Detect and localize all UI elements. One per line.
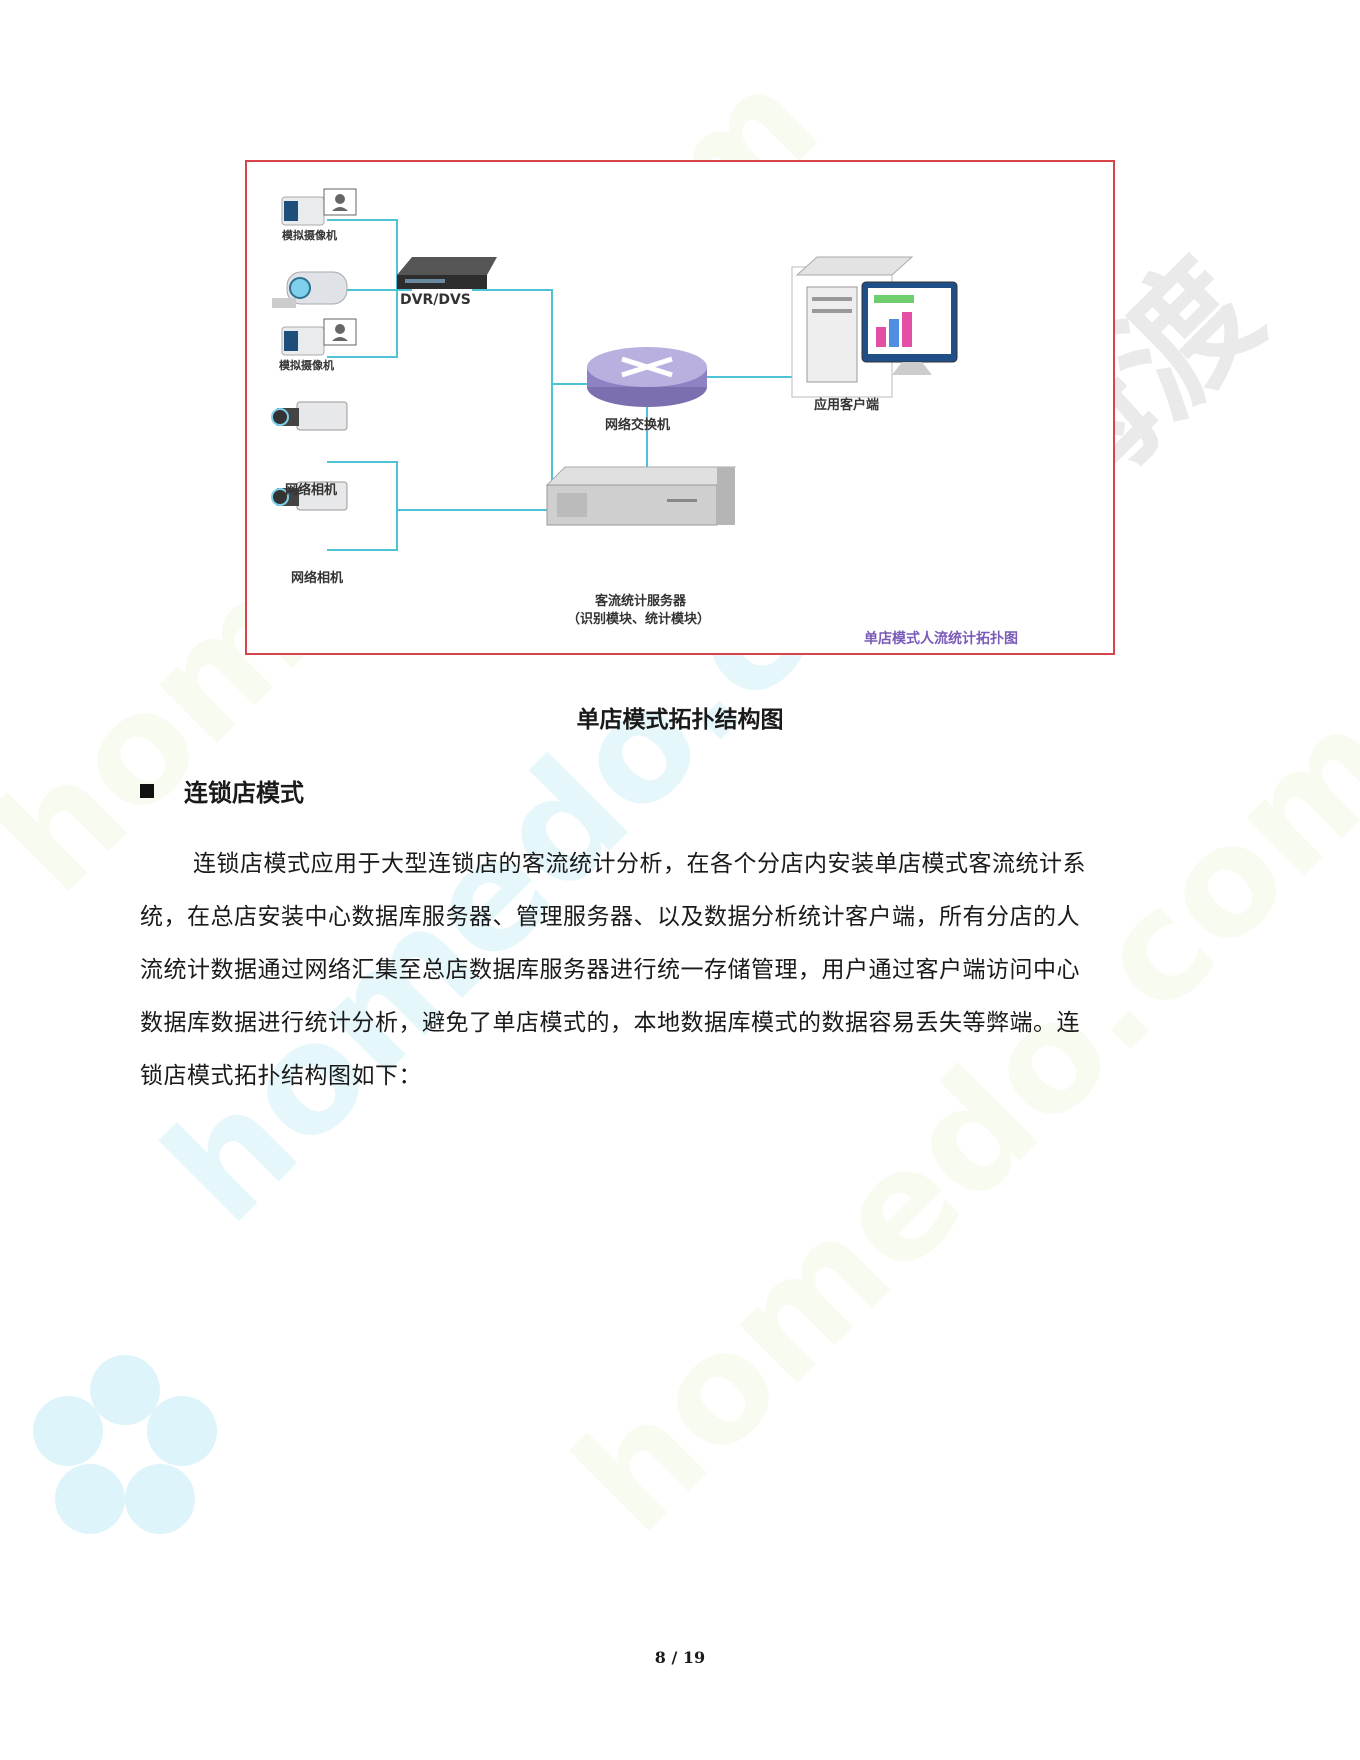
flower-logo-icon <box>33 1355 217 1534</box>
server-icon <box>545 466 737 526</box>
network-links <box>327 219 817 551</box>
section-title: 连锁店模式 <box>184 778 304 807</box>
paragraph-line: 数据库数据进行统计分析，避免了单店模式的，本地数据库模式的数据容易丢失等弊端。连 <box>140 1010 1080 1036</box>
figure-caption: 单店模式拓扑结构图 <box>576 706 784 733</box>
paragraph-line: 流统计数据通过网络汇集至总店数据库服务器进行统一存储管理，用户通过客户端访问中心 <box>140 957 1080 983</box>
bullet-camera-icon <box>272 271 348 308</box>
page-number: 8 / 19 <box>654 1648 706 1667</box>
network-camera-icon-2 <box>271 481 348 511</box>
label-client: 应用客户端 <box>814 398 880 413</box>
label-server-modules: （识别模块、统计模块） <box>567 612 711 627</box>
black-square-icon <box>140 783 154 798</box>
label-server: 客流统计服务器 <box>595 594 687 609</box>
figure-inner-caption: 单店模式人流统计拓扑图 <box>864 631 1018 647</box>
label-analog-camera-2: 模拟摄像机 <box>279 359 334 372</box>
network-switch-icon <box>587 347 707 407</box>
watermark-text-3: homedo.com <box>542 676 1360 1565</box>
client-computer-icon <box>791 256 958 398</box>
link-dvr-to-net <box>397 289 553 511</box>
svg-text:homedo.com: homedo.com <box>542 676 1360 1565</box>
analog-camera-icon-1 <box>281 188 357 226</box>
label-network-camera-1: 网络相机 <box>285 483 338 498</box>
paragraph-line: 锁店模式拓扑结构图如下： <box>140 1063 422 1089</box>
analog-camera-icon-2 <box>281 318 357 356</box>
topology-figure: 模拟摄像机 DVR/DVS 模拟摄像机 网络交换机 应用客户端 网络相机 网络相… <box>245 160 1115 655</box>
topology-diagram <box>271 188 958 551</box>
network-camera-icon-1 <box>271 401 348 431</box>
dvr-icon <box>397 257 497 289</box>
label-switch: 网络交换机 <box>605 418 671 433</box>
label-network-camera-2: 网络相机 <box>291 571 344 586</box>
label-analog-camera-1: 模拟摄像机 <box>282 229 337 242</box>
link-network-cams <box>327 461 398 551</box>
paragraph-line: 统，在总店安装中心数据库服务器、管理服务器、以及数据分析统计客户端，所有分店的人 <box>140 904 1080 930</box>
body-paragraph: 连锁店模式应用于大型连锁店的客流统计分析，在各个分店内安装单店模式客流统计系 统… <box>140 838 1220 1103</box>
label-dvr: DVR/DVS <box>400 292 471 308</box>
paragraph-line: 连锁店模式应用于大型连锁店的客流统计分析，在各个分店内安装单店模式客流统计系 <box>193 851 1086 877</box>
section-heading: 连锁店模式 <box>140 773 304 808</box>
